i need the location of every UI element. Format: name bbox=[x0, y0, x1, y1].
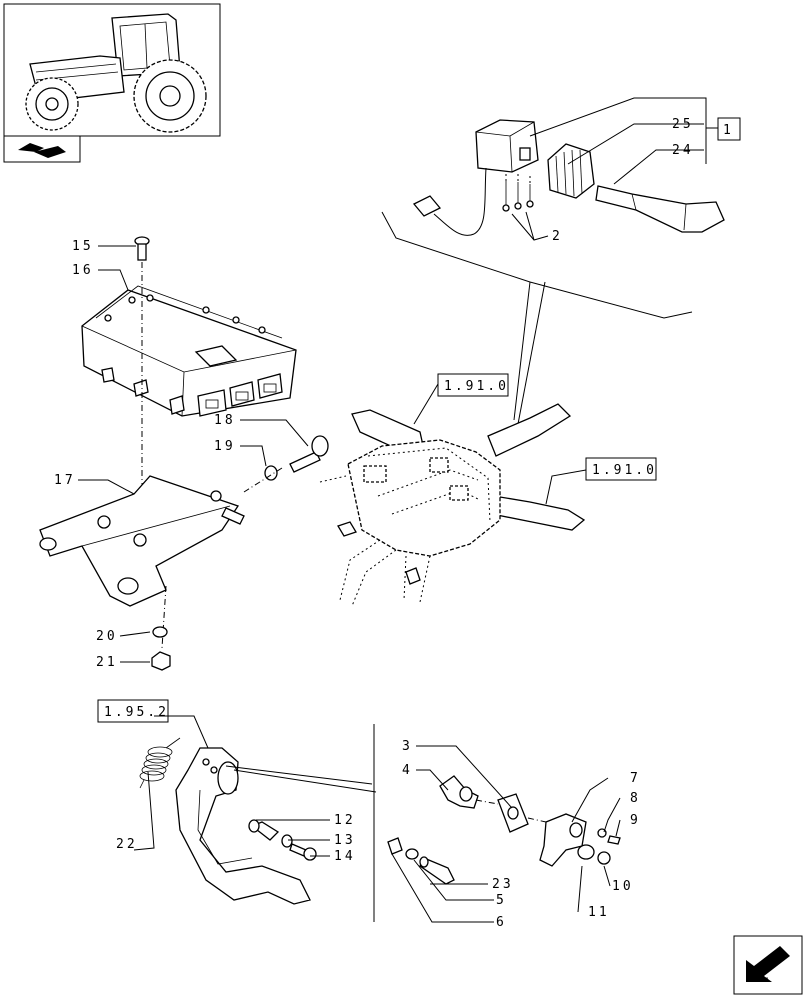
callout-7: 7 bbox=[630, 771, 641, 786]
callout-21: 21 bbox=[96, 655, 118, 670]
washer-20 bbox=[152, 626, 168, 638]
housing-7 bbox=[539, 813, 587, 867]
callout-14: 14 bbox=[334, 849, 356, 864]
callout-5: 5 bbox=[496, 893, 507, 908]
view-break-lines bbox=[381, 211, 693, 425]
callout-11: 11 bbox=[588, 905, 610, 920]
bolt-15 bbox=[134, 236, 150, 261]
callout-24: 24 bbox=[672, 143, 694, 158]
pin-14 bbox=[289, 843, 317, 861]
callout-13: 13 bbox=[334, 833, 356, 848]
ring-10 bbox=[597, 851, 611, 865]
callout-17: 17 bbox=[54, 473, 76, 488]
callout-2: 2 bbox=[552, 229, 563, 244]
ref-box-1[interactable]: 1 bbox=[717, 117, 741, 141]
steering-column bbox=[319, 403, 586, 607]
next-page-arrow-icon[interactable] bbox=[733, 935, 803, 995]
cam-4 bbox=[439, 775, 479, 809]
washer-13 bbox=[281, 834, 293, 848]
svg-text:1.95.2: 1.95.2 bbox=[104, 705, 169, 720]
callout-12: 12 bbox=[334, 813, 356, 828]
callout-9: 9 bbox=[630, 813, 641, 828]
washer-11 bbox=[577, 844, 595, 860]
pin-12 bbox=[248, 819, 280, 841]
washer-5 bbox=[405, 848, 419, 860]
screw-9 bbox=[607, 835, 621, 845]
callout-3: 3 bbox=[402, 739, 413, 754]
callout-15: 15 bbox=[72, 239, 94, 254]
switch-assembly bbox=[412, 119, 725, 236]
bracket-17 bbox=[39, 475, 245, 607]
svg-text:1.91.0: 1.91.0 bbox=[444, 379, 509, 394]
callout-23: 23 bbox=[492, 877, 514, 892]
leader-lines bbox=[78, 97, 718, 923]
callouts: 25 24 2 15 16 18 19 17 20 21 22 12 13 14… bbox=[54, 117, 694, 930]
callout-22: 22 bbox=[116, 837, 138, 852]
control-unit bbox=[81, 285, 297, 417]
callout-25: 25 bbox=[672, 117, 694, 132]
callout-6: 6 bbox=[496, 915, 507, 930]
tractor-thumbnail-icon[interactable] bbox=[3, 3, 221, 137]
callout-20: 20 bbox=[96, 629, 118, 644]
nut-21 bbox=[151, 651, 171, 671]
svg-text:1: 1 bbox=[723, 123, 734, 138]
callout-18: 18 bbox=[214, 413, 236, 428]
bolt-18 bbox=[289, 435, 329, 473]
ref-box-1-91-0-upper[interactable]: 1.91.0 bbox=[437, 373, 509, 397]
callout-4: 4 bbox=[402, 763, 413, 778]
callout-16: 16 bbox=[72, 263, 94, 278]
pedal-assembly bbox=[139, 737, 311, 905]
ref-box-1-95-2[interactable]: 1.95.2 bbox=[97, 699, 169, 723]
plate-3 bbox=[497, 793, 529, 833]
ref-box-1-91-0-lower[interactable]: 1.91.0 bbox=[585, 457, 657, 481]
callout-8: 8 bbox=[630, 791, 641, 806]
clip-6 bbox=[387, 837, 403, 855]
pin-23 bbox=[419, 856, 455, 885]
section-marker-icon[interactable] bbox=[3, 135, 81, 163]
svg-text:1.91.0: 1.91.0 bbox=[592, 463, 657, 478]
callout-19: 19 bbox=[214, 439, 236, 454]
callout-10: 10 bbox=[612, 879, 634, 894]
